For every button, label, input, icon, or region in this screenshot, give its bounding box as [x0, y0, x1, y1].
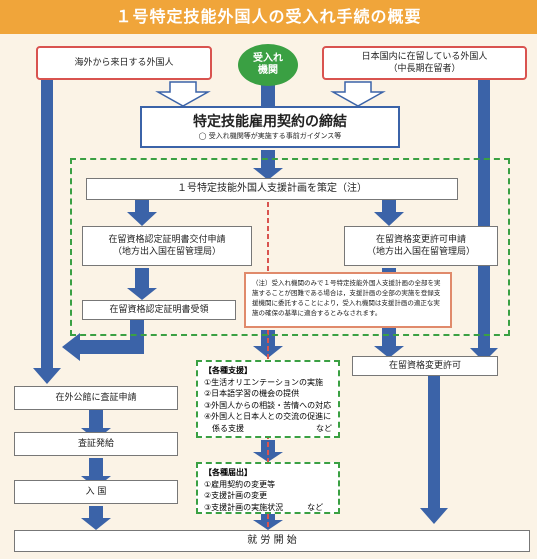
visa-application-box: 在外公館に査証申請 — [14, 386, 178, 410]
certificate-receipt-box: 在留資格認定証明書受領 — [82, 300, 236, 320]
domestic-foreigner-box: 日本国内に在留している外国人 （中長期在留者） — [322, 46, 527, 80]
employment-contract-box: 特定技能雇用契約の締結 ◯ 受入れ機関等が実施する事前ガイダンス等 — [140, 106, 400, 148]
entry-box: 入 国 — [14, 480, 178, 504]
filing-list: 【各種届出】 ①雇用契約の変更等 ②支援計画の変更 ③支援計画の実施状況 など — [196, 462, 340, 514]
page-title: １号特定技能外国人の受入れ手続の概要 — [0, 0, 537, 34]
status-change-application-box: 在留資格変更許可申請 （地方出入国在留管理局） — [344, 226, 498, 266]
support-list: 【各種支援】 ①生活オリエンテーションの実施 ②日本語学習の機会の提供 ③外国人… — [196, 360, 340, 438]
certificate-application-box: 在留資格認定証明書交付申請 （地方出入国在留管理局） — [82, 226, 252, 266]
overseas-foreigner-box: 海外から来日する外国人 — [36, 46, 212, 80]
status-change-permit-box: 在留資格変更許可 — [352, 356, 498, 376]
visa-issuance-box: 査証発給 — [14, 432, 178, 456]
work-start-box: 就 労 開 始 — [14, 530, 530, 552]
support-note: （注）受入れ機関のみで１号特定技能外国人支援計画の全部を実施することが困難である… — [244, 272, 452, 328]
procedure-region — [70, 158, 510, 336]
receiving-org-pill: 受入れ 機関 — [238, 44, 298, 86]
support-plan-box: １号特定技能外国人支援計画を策定（注） — [86, 178, 458, 200]
